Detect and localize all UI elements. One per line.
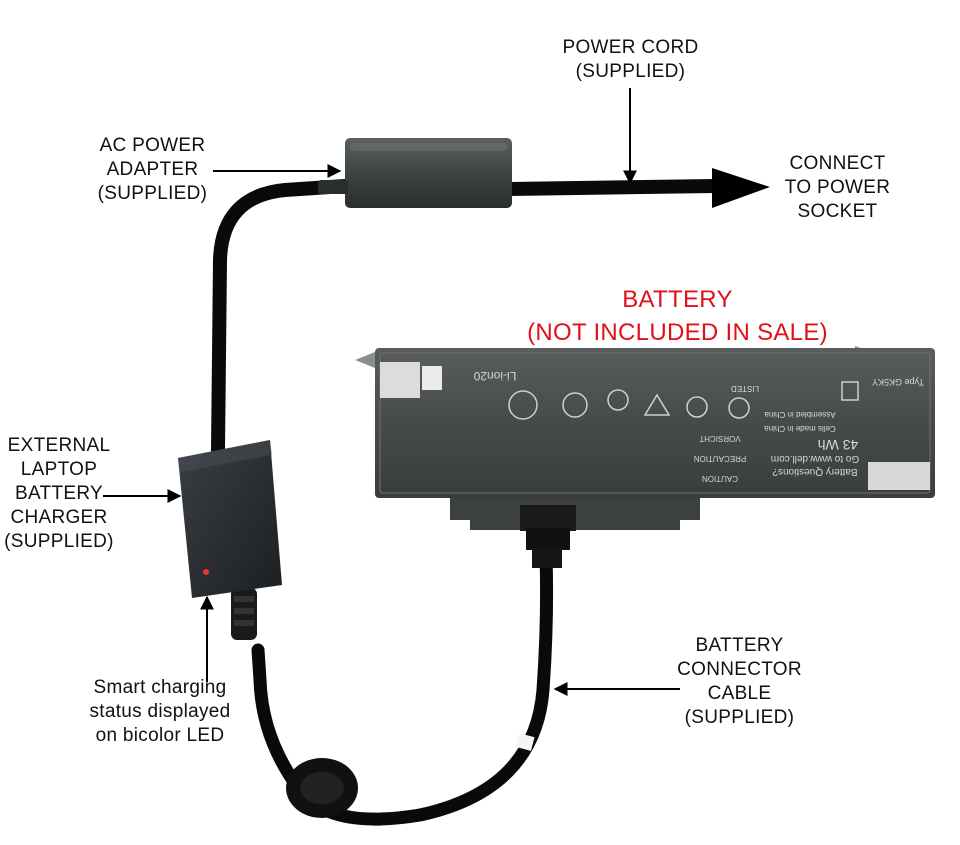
battery-capacity-text: 43 Wh <box>818 437 858 453</box>
battery-pack: DELL 43 Wh Li-ion20 Type GK5KY Battery Q… <box>355 346 935 568</box>
power-cord-label: POWER CORD (SUPPLIED) <box>562 37 699 82</box>
battery-type-text: Type GK5KY <box>872 377 924 387</box>
battery-title: BATTERY (NOT INCLUDED IN SALE) <box>527 286 828 346</box>
power-cord <box>509 179 716 196</box>
charger-output-plug <box>231 588 257 640</box>
battery-brand-text: DELL <box>878 466 920 483</box>
smart-charging-label: Smart charging status displayed on bicol… <box>89 677 231 746</box>
connector-cable-label: BATTERY CONNECTOR CABLE (SUPPLIED) <box>677 635 802 728</box>
battery-website-text: Go to www.dell.com <box>771 453 859 464</box>
external-charger <box>178 440 282 598</box>
battery-connector-cable <box>251 548 554 826</box>
battery-cells-text: Cells made in China <box>764 424 836 433</box>
battery-chemistry-text: Li-ion20 <box>473 369 516 383</box>
connect-arrow-head <box>712 168 770 208</box>
battery-assembled-text: Assembled in China <box>764 410 836 419</box>
battery-listed-text: LISTED <box>731 384 759 393</box>
cable-tag <box>515 733 535 751</box>
battery-caution-text: CAUTION <box>702 474 738 483</box>
ac-adapter-label: AC POWER ADAPTER (SUPPLIED) <box>97 135 208 204</box>
charger-label: EXTERNAL LAPTOP BATTERY CHARGER (SUPPLIE… <box>4 435 114 552</box>
battery-precaution-text: PRECAUTION <box>694 454 747 463</box>
battery-vorsicht-text: VORSICHT <box>699 434 740 443</box>
battery-questions-text: Battery Questions? <box>772 466 857 477</box>
bicolor-led <box>203 569 209 575</box>
ac-power-adapter <box>318 138 512 208</box>
connect-label: CONNECT TO POWER SOCKET <box>784 153 891 222</box>
adapter-to-charger-cable <box>211 179 352 457</box>
